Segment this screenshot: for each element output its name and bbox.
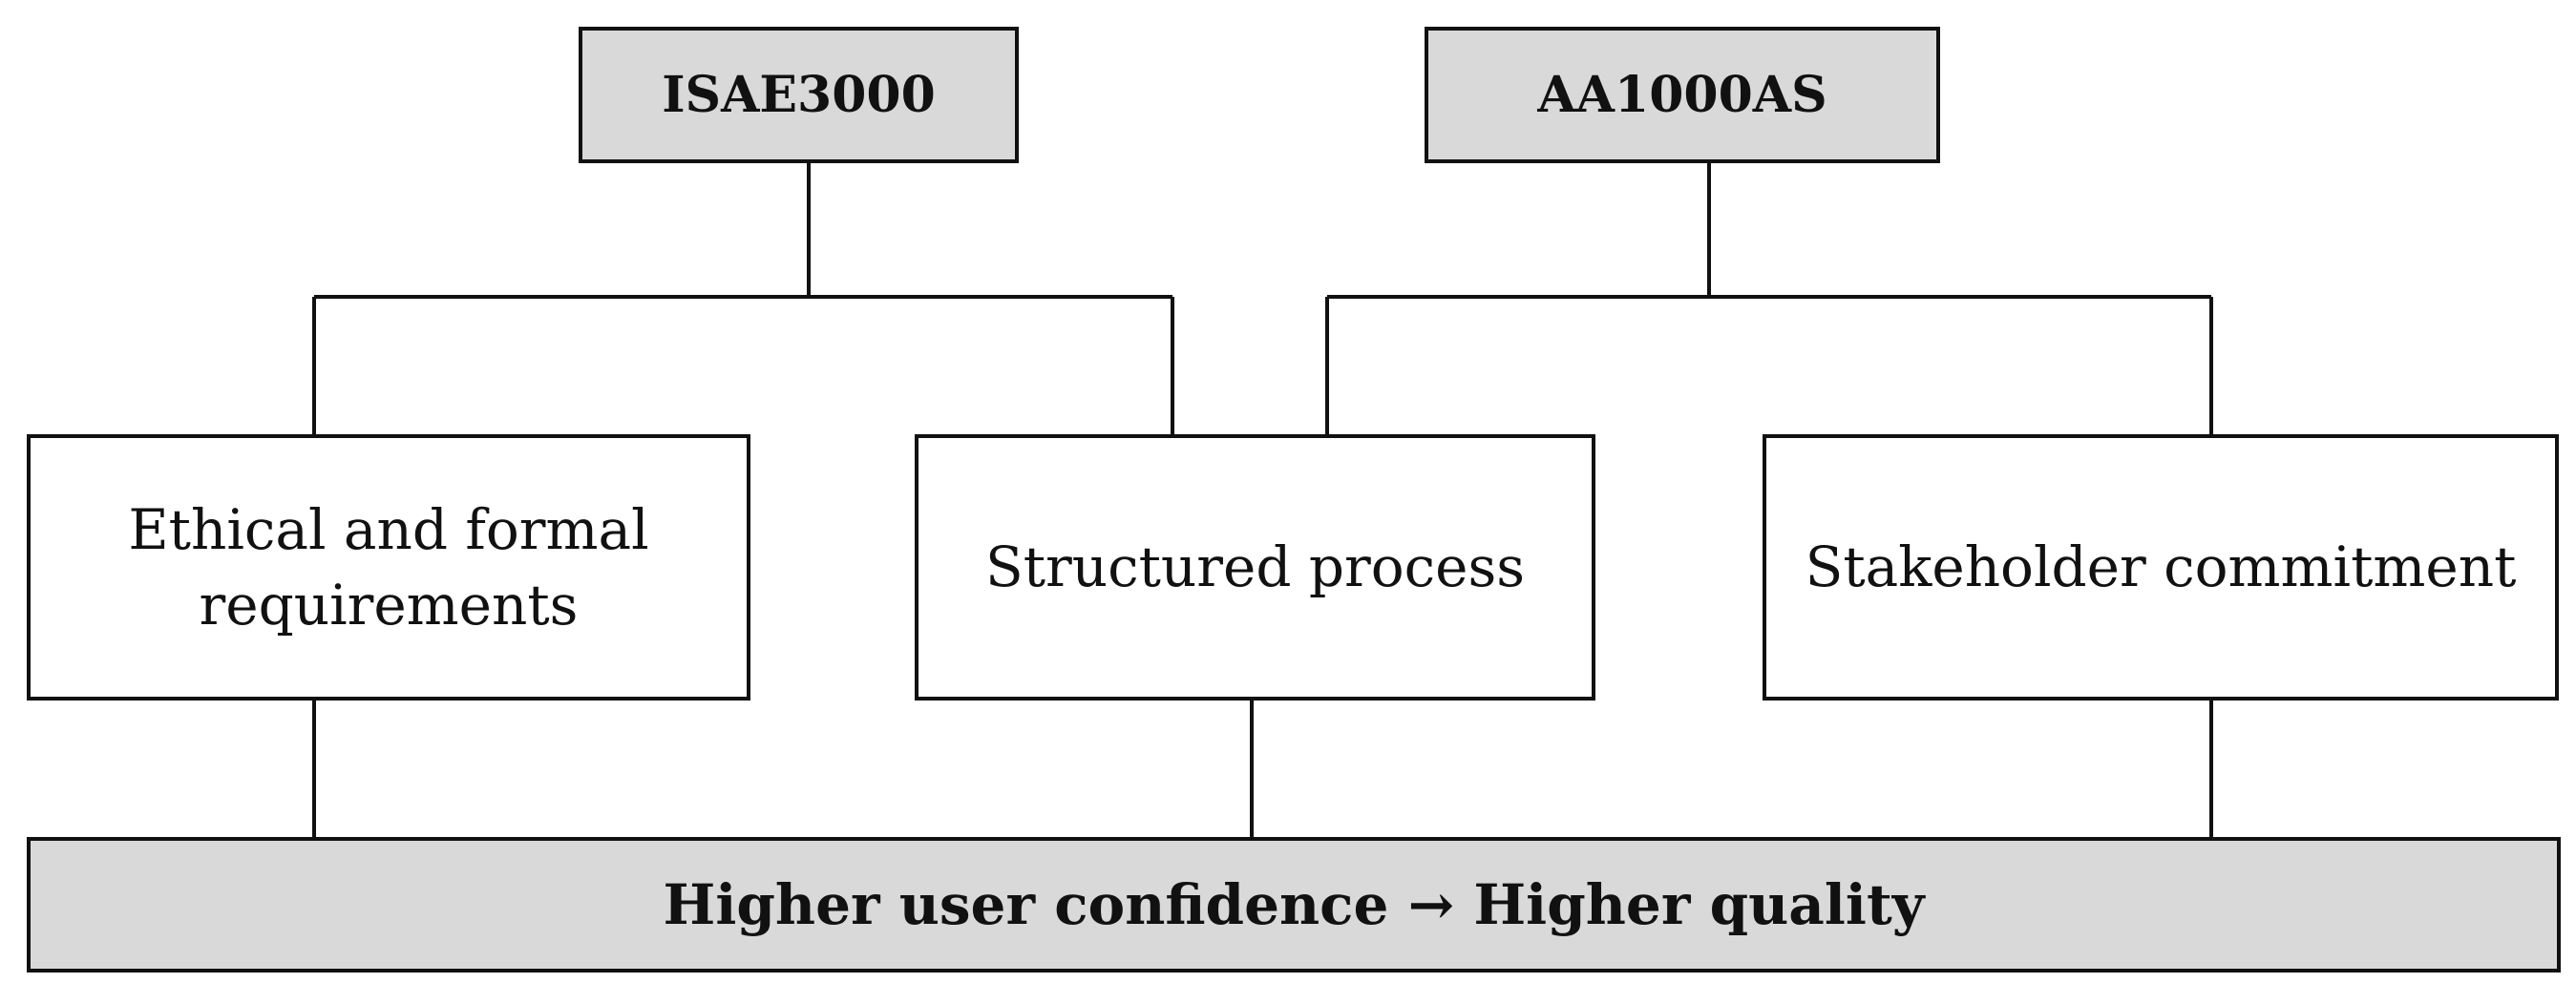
requirement-box-ethical: Ethical and formal requirements bbox=[27, 434, 750, 701]
standard-label-isae3000: ISAE3000 bbox=[662, 66, 936, 124]
outcome-bar: Higher user confidence → Higher quality bbox=[27, 837, 2561, 973]
requirement-label-stakeholder: Stakeholder commitment bbox=[1805, 534, 2517, 600]
standard-label-aa1000as: AA1000AS bbox=[1537, 66, 1827, 124]
requirement-label-ethical: Ethical and formal requirements bbox=[128, 497, 649, 638]
standard-box-isae3000: ISAE3000 bbox=[579, 27, 1019, 163]
requirement-box-stakeholder: Stakeholder commitment bbox=[1763, 434, 2559, 701]
requirement-label-structured: Structured process bbox=[985, 534, 1525, 600]
outcome-label: Higher user confidence → Higher quality bbox=[663, 872, 1925, 937]
requirement-box-structured: Structured process bbox=[915, 434, 1595, 701]
standard-box-aa1000as: AA1000AS bbox=[1425, 27, 1940, 163]
